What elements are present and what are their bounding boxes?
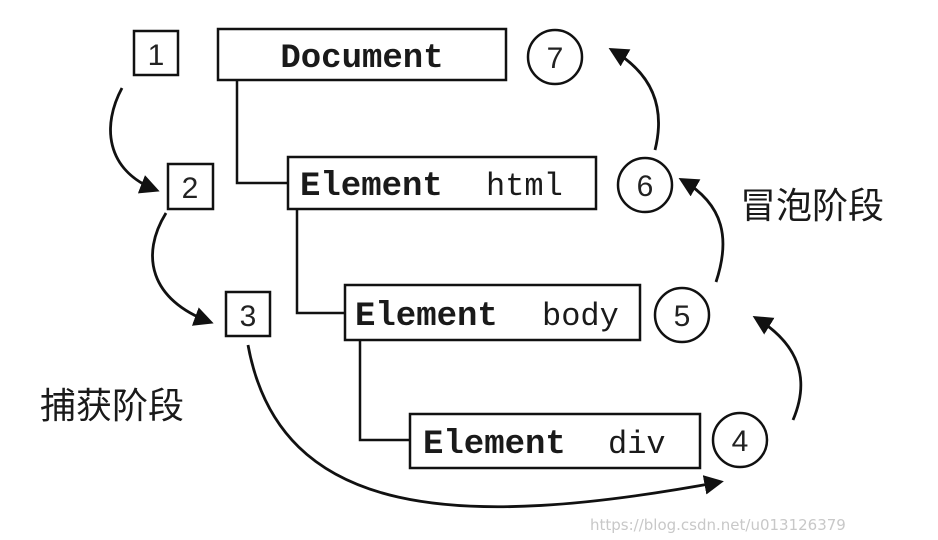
- flow-arrows: [109, 48, 803, 509]
- capture-phase-label: 捕获阶段: [40, 386, 184, 427]
- svg-text:7: 7: [547, 42, 564, 75]
- bubble-arrow-5-6: [678, 178, 725, 283]
- svg-text:1: 1: [148, 39, 165, 72]
- svg-text:2: 2: [182, 172, 199, 205]
- bubble-step-7: 7: [526, 28, 584, 86]
- node-html: Element html: [286, 155, 598, 211]
- bubble-arrow-6-7: [608, 48, 660, 151]
- svg-text:5: 5: [674, 300, 691, 333]
- node-div-name: div: [608, 426, 666, 463]
- node-document: Document: [216, 27, 508, 82]
- capture-step-1: 1: [132, 29, 180, 77]
- node-body: Element body: [343, 283, 642, 342]
- capture-step-2: 2: [166, 162, 215, 211]
- bubble-step-4: 4: [711, 411, 769, 469]
- tree-connectors: [235, 80, 410, 442]
- node-body-name: body: [542, 298, 619, 335]
- capture-arrow-3-4: [246, 344, 724, 509]
- capture-step-3: 3: [224, 290, 272, 338]
- node-document-keyword: Document: [280, 40, 443, 78]
- node-div: Element div: [408, 412, 702, 470]
- bubble-step-5: 5: [653, 286, 711, 344]
- capture-arrow-2-3: [151, 212, 214, 326]
- node-div-keyword: Element: [423, 426, 566, 464]
- connector-html-body: [295, 210, 345, 315]
- svg-text:4: 4: [732, 425, 749, 458]
- bubble-step-6: 6: [616, 156, 674, 214]
- node-body-keyword: Element: [355, 298, 498, 336]
- connector-body-div: [358, 340, 410, 442]
- capture-arrow-1-2: [109, 87, 160, 194]
- svg-text:3: 3: [240, 300, 257, 333]
- bubble-arrow-4-5: [752, 315, 803, 421]
- watermark-text: https://blog.csdn.net/u013126379: [590, 516, 846, 534]
- connector-document-html: [235, 80, 288, 185]
- node-html-name: html: [486, 168, 563, 205]
- bubble-phase-label: 冒泡阶段: [740, 186, 884, 227]
- node-html-keyword: Element: [300, 168, 443, 206]
- svg-text:6: 6: [637, 170, 654, 203]
